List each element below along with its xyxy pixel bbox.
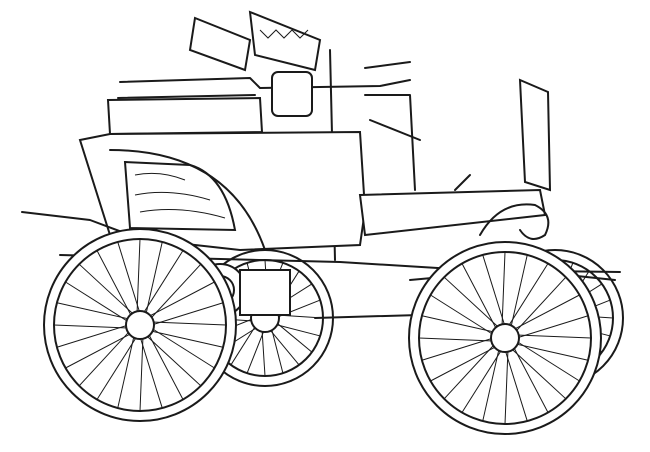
spoke: [515, 343, 589, 361]
spoke: [501, 251, 506, 327]
spoke: [65, 281, 129, 323]
spoke: [246, 329, 265, 374]
rear-wheel-near: [43, 228, 237, 422]
spoke: [430, 294, 494, 336]
spoke: [512, 346, 549, 413]
spoke: [510, 254, 528, 328]
spoke: [56, 324, 129, 348]
spoke: [136, 238, 141, 314]
spoke: [418, 337, 494, 342]
spoke: [151, 327, 215, 369]
spoke: [117, 335, 135, 409]
spoke: [117, 241, 141, 314]
spoke: [275, 322, 313, 353]
spoke: [461, 263, 498, 330]
spoke: [151, 321, 227, 326]
spoke: [270, 328, 284, 374]
hub: [125, 310, 155, 340]
spoke: [139, 336, 163, 409]
spoke: [510, 347, 567, 400]
spoke: [443, 276, 500, 329]
spoke: [443, 343, 496, 400]
spoke: [145, 334, 202, 387]
spoke: [461, 349, 503, 413]
spoke: [513, 294, 580, 331]
spoke: [142, 250, 184, 314]
spoke: [147, 333, 184, 400]
spoke: [516, 334, 592, 339]
spoke: [151, 302, 224, 326]
spoke: [504, 349, 528, 422]
spoke: [269, 328, 300, 366]
spoke: [65, 332, 132, 369]
spoke: [516, 315, 589, 339]
spoke: [482, 254, 506, 327]
spoke: [78, 330, 131, 387]
spoke: [507, 263, 549, 327]
spoke: [78, 263, 135, 316]
spoke: [56, 302, 130, 320]
spoke: [230, 325, 257, 366]
spoke: [96, 336, 138, 400]
spoke: [275, 323, 321, 337]
spoke: [96, 250, 133, 317]
spoke: [504, 349, 509, 425]
spoke: [421, 337, 494, 361]
spoke: [430, 345, 497, 382]
spoke: [261, 329, 266, 377]
spoke: [53, 324, 129, 329]
spoke: [514, 276, 567, 333]
spoke: [482, 348, 500, 422]
spoke: [148, 281, 215, 318]
spoke: [145, 241, 163, 315]
hub: [490, 323, 520, 353]
car-body: [21, 10, 621, 319]
spoke: [421, 315, 495, 333]
front-wheel-near: [408, 241, 602, 435]
spoke: [150, 330, 224, 348]
spoke: [516, 340, 580, 382]
spoke: [149, 263, 202, 320]
spoke: [139, 336, 144, 412]
